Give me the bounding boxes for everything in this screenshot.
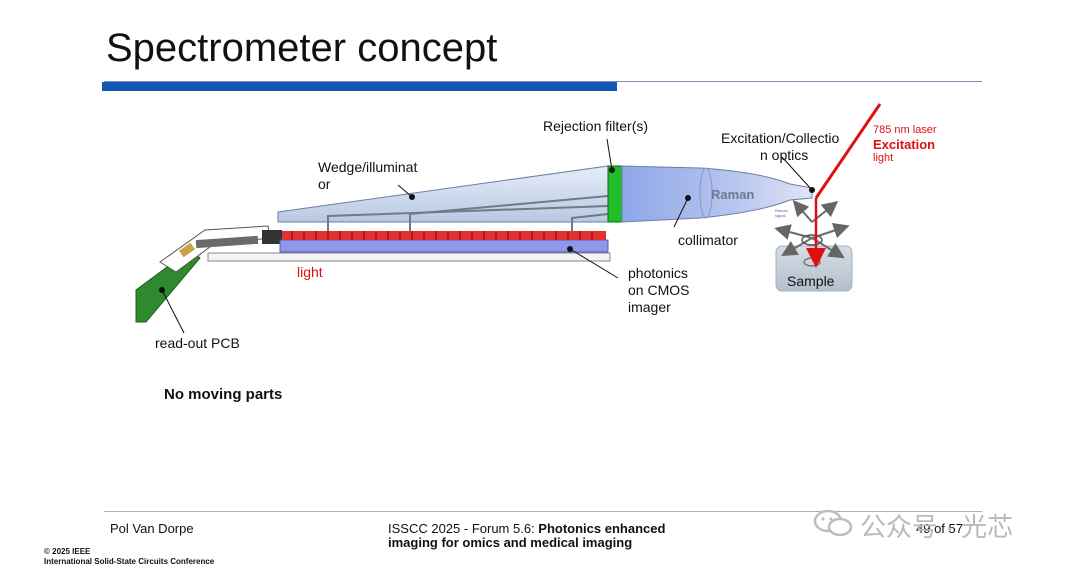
leader-lines	[161, 138, 813, 334]
leader-dots	[159, 167, 815, 293]
readout-pcb-label: read-out PCB	[155, 335, 240, 351]
footer-conference-prefix: ISSCC 2025 - Forum 5.6:	[388, 521, 539, 536]
raman-signal-label-line2: signal	[775, 213, 786, 218]
light-label: light	[297, 264, 323, 280]
light-spot-ticks	[291, 231, 593, 240]
footer-talk-line2: imaging for omics and medical imaging	[388, 535, 633, 550]
raman-label: Raman	[711, 187, 755, 202]
footer-rule	[104, 511, 982, 512]
wedge-label-line1: Wedge/illuminat	[318, 159, 418, 175]
title-accent-bar	[102, 82, 617, 91]
footer-page-number: 49 of 57	[916, 521, 963, 536]
no-moving-parts-note: No moving parts	[164, 386, 283, 403]
collimator-label: collimator	[678, 232, 738, 248]
rejection-filter-label: Rejection filter(s)	[543, 118, 649, 134]
collimator	[621, 165, 813, 223]
footer-author: Pol Van Dorpe	[110, 521, 194, 536]
title-rule	[104, 81, 982, 82]
page-title: Spectrometer concept	[106, 26, 498, 70]
photonics-label-line2: on CMOS	[628, 282, 690, 298]
wechat-watermark-icon	[813, 508, 853, 538]
watermark-text: 公众号 · 光芯	[860, 512, 1014, 542]
excitation-collection-label-line2: n optics	[760, 147, 809, 163]
footer-copyright-line1: © 2025 IEEE	[44, 547, 91, 556]
wedge-light-guides	[327, 195, 609, 231]
footer-conference: ISSCC 2025 - Forum 5.6: Photonics enhanc…	[388, 521, 665, 536]
excitation-light-label: light	[873, 152, 894, 164]
focus-ring	[801, 234, 823, 246]
photonics-chip	[279, 239, 609, 253]
photonics-label-line1: photonics	[628, 265, 688, 281]
footer-copyright-line2: International Solid-State Circuits Confe…	[44, 557, 215, 566]
footer-talk-line1: Photonics enhanced	[538, 521, 666, 536]
excitation-collection-label-line1: Excitation/Collectio	[721, 130, 840, 146]
sample-label: Sample	[787, 273, 835, 289]
excitation-label: Excitation	[873, 137, 936, 152]
readout-pcb-board	[135, 225, 282, 323]
wedge-label-line2: or	[318, 176, 331, 192]
photonics-label-line3: imager	[628, 299, 671, 315]
rejection-filter	[607, 165, 623, 223]
laser-beam	[814, 103, 882, 199]
light-spot-row	[282, 231, 606, 240]
collimator-lens	[699, 167, 713, 219]
raman-signal-label-line1: Raman	[775, 208, 788, 213]
laser-wavelength-label: 785 nm laser	[873, 124, 937, 136]
base-plate	[207, 252, 611, 262]
